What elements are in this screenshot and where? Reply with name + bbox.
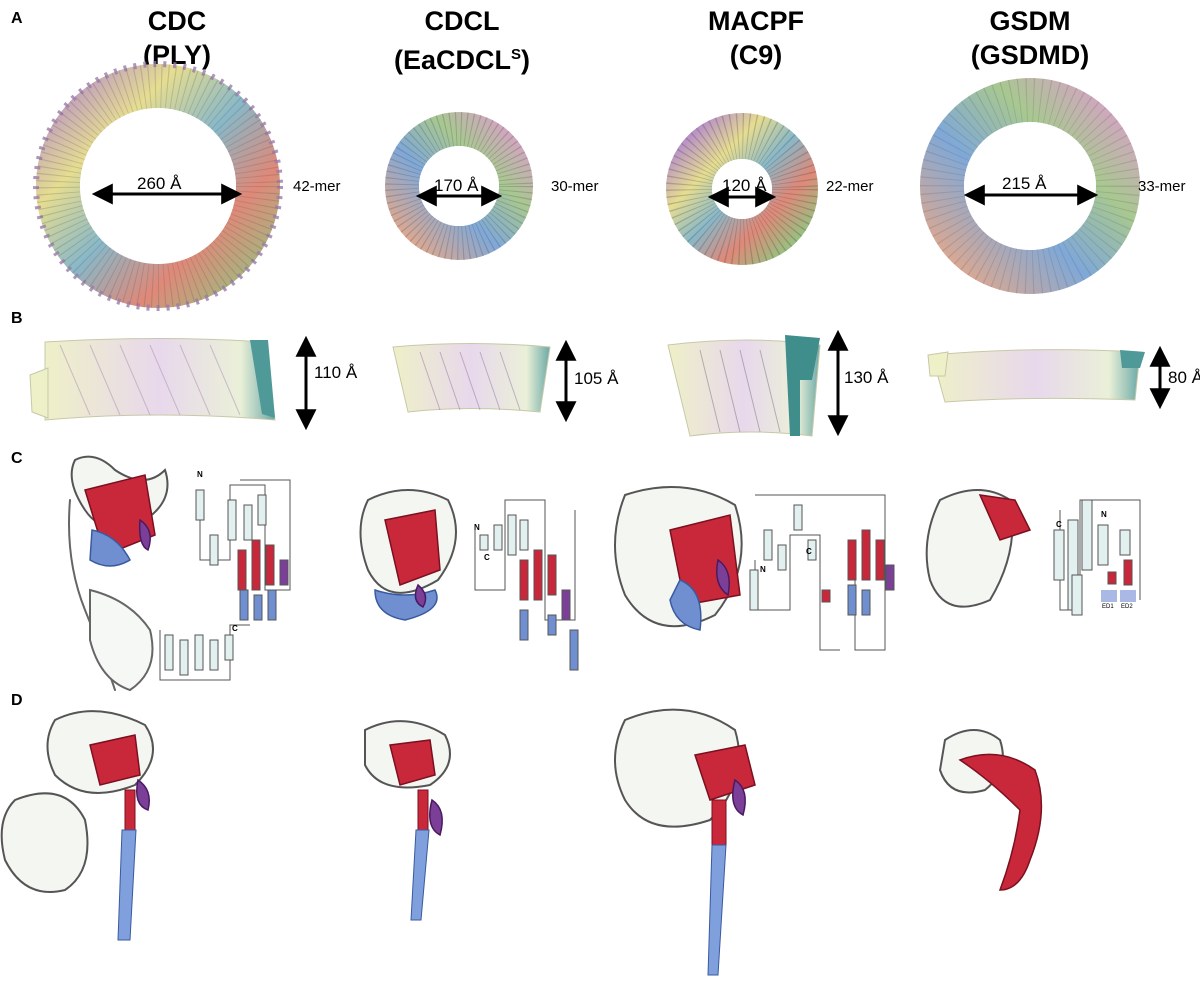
oligomer-label-cdc: 42-mer bbox=[293, 178, 341, 195]
structure-cartoon-gsdm bbox=[925, 489, 1032, 608]
topology-diagram-gsdm bbox=[1053, 499, 1141, 616]
column-title-cdcl: CDCL (EaCDCLS) bbox=[352, 4, 572, 77]
diameter-label-cdc: 260 Å bbox=[137, 174, 182, 193]
diameter-label-macpf: 120 Å bbox=[722, 176, 767, 195]
topology-diagram-cdc bbox=[159, 479, 291, 681]
family-name: CDCL bbox=[424, 6, 500, 36]
side-view-cdcl bbox=[392, 343, 551, 413]
height-label-cdc: 110 Å bbox=[314, 363, 358, 382]
topology-ed1-label: ED1 bbox=[1102, 604, 1114, 610]
topology-n-label-macpf: N bbox=[760, 565, 766, 574]
family-name: MACPF bbox=[708, 6, 804, 36]
monomer-structure-macpf bbox=[614, 708, 756, 976]
topology-c-label-gsdm: C bbox=[1056, 520, 1062, 529]
family-name: CDC bbox=[147, 6, 207, 36]
monomer-structure-gsdm bbox=[938, 729, 1043, 891]
diameter-label-gsdm: 215 Å bbox=[1002, 174, 1047, 193]
panel-label-c: C bbox=[11, 450, 23, 467]
structure-cartoon-cdc bbox=[68, 455, 169, 692]
protein-name: (EaCDCLS) bbox=[393, 45, 531, 75]
side-view-gsdm bbox=[927, 349, 1145, 403]
panel-label-b: B bbox=[11, 310, 23, 327]
topology-c-label-cdcl: C bbox=[484, 553, 490, 562]
topology-c-label-macpf: C bbox=[806, 547, 812, 556]
protein-name: (GSDMD) bbox=[970, 40, 1090, 70]
panel-label-a: A bbox=[11, 10, 23, 27]
side-view-cdc bbox=[29, 338, 276, 421]
topology-n-label-cdc: N bbox=[197, 470, 203, 479]
height-label-gsdm: 80 Å bbox=[1168, 368, 1200, 387]
monomer-structure-cdc bbox=[0, 710, 154, 941]
structure-cartoon-cdcl bbox=[359, 489, 457, 621]
column-title-macpf: MACPF (C9) bbox=[646, 4, 866, 72]
oligomer-label-cdcl: 30-mer bbox=[551, 178, 599, 195]
topology-n-label-gsdm: N bbox=[1101, 510, 1107, 519]
family-name: GSDM bbox=[989, 6, 1071, 36]
topology-n-label-cdcl: N bbox=[474, 523, 480, 532]
oligomer-label-gsdm: 33-mer bbox=[1138, 178, 1186, 195]
height-label-cdcl: 105 Å bbox=[574, 369, 619, 388]
structure-cartoon-macpf bbox=[614, 486, 743, 631]
diameter-label-cdcl: 170 Å bbox=[434, 176, 479, 195]
protein-name: (C9) bbox=[729, 40, 783, 70]
panel-label-d: D bbox=[11, 692, 23, 709]
topology-diagram-cdcl bbox=[474, 499, 579, 671]
height-label-macpf: 130 Å bbox=[844, 368, 889, 387]
topology-diagram-macpf bbox=[749, 494, 895, 651]
side-view-macpf bbox=[667, 335, 821, 437]
topology-ed2-label: ED2 bbox=[1121, 604, 1133, 610]
column-title-gsdm: GSDM (GSDMD) bbox=[920, 4, 1140, 72]
oligomer-label-macpf: 22-mer bbox=[826, 178, 874, 195]
topology-c-label-cdc: C bbox=[232, 624, 238, 633]
monomer-structure-cdcl bbox=[364, 720, 451, 921]
